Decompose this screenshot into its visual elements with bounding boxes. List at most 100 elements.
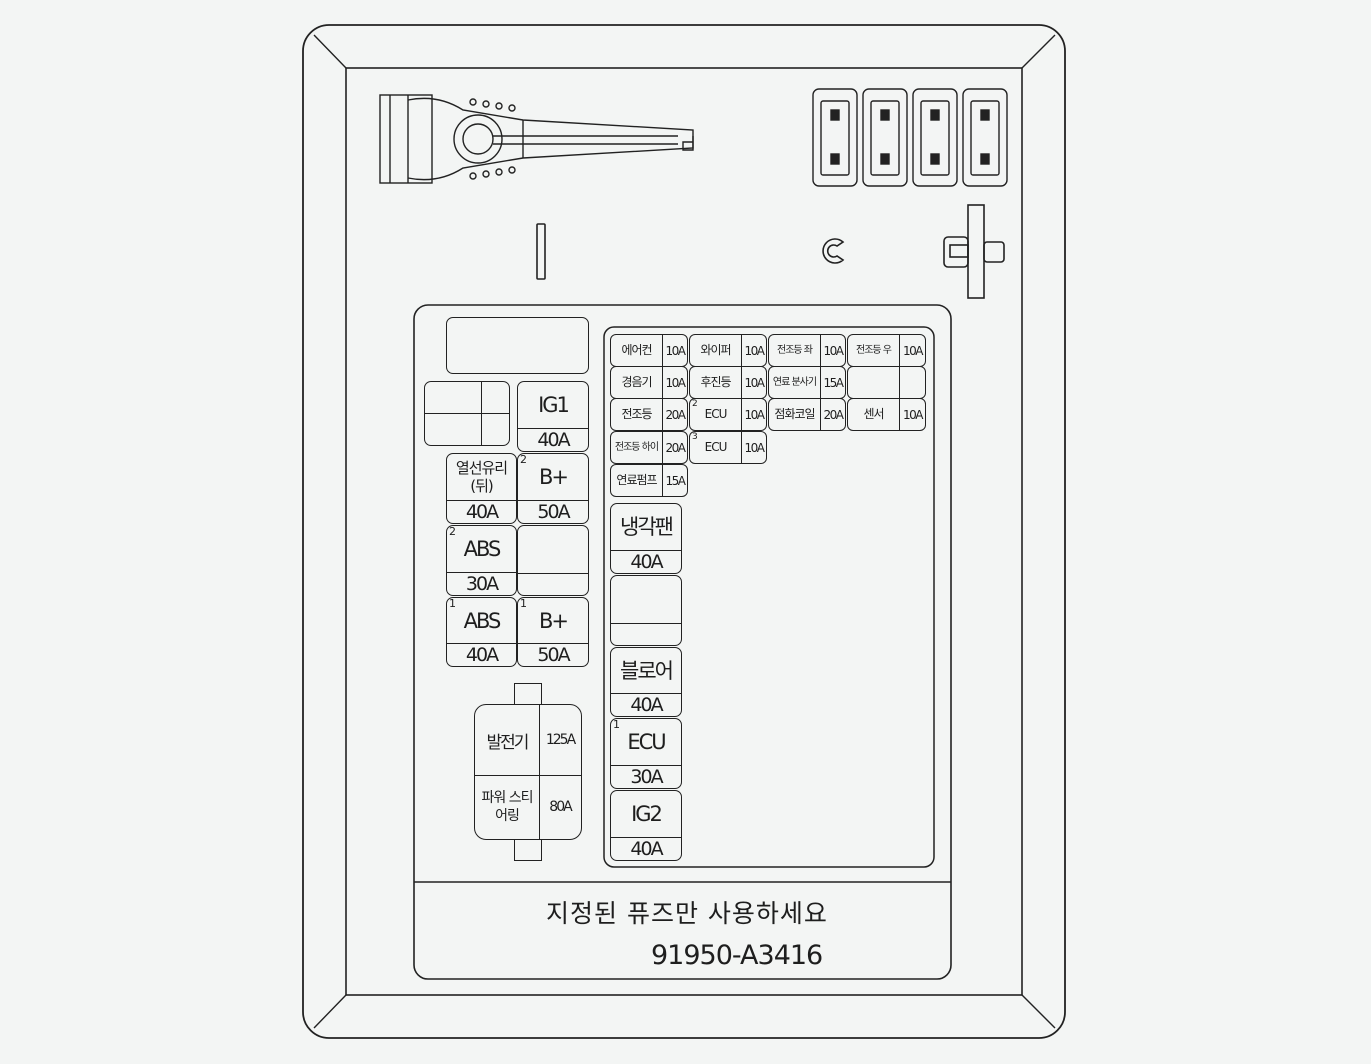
small-fuse-slot: 센서 10A bbox=[847, 398, 926, 431]
fuse-label: 경음기 bbox=[611, 367, 663, 398]
fuse-label: 센서 bbox=[848, 399, 900, 430]
fuse-amperage: 10A bbox=[744, 407, 765, 422]
fuse-label-text: 열선유리 (뒤) bbox=[455, 459, 508, 495]
fuse-label-text: 연료 분사기 bbox=[772, 376, 817, 388]
fuse-label-text: B+ bbox=[538, 608, 569, 633]
fuse-label-text: ABS bbox=[463, 537, 502, 561]
main-fuse-label: 발전기 bbox=[486, 732, 530, 753]
accessory-parts-icon bbox=[536, 204, 1005, 299]
fuse-amperage: 40A bbox=[447, 500, 516, 523]
fuse-index: 1 bbox=[613, 718, 620, 731]
main-fuse-amp: 125A bbox=[545, 732, 576, 748]
fuse-amperage: 40A bbox=[611, 837, 681, 860]
fuse-label-text: 냉각팬 bbox=[620, 515, 674, 539]
fuse-amperage: 10A bbox=[823, 343, 844, 358]
small-fuse-slot: 후진등 10A bbox=[689, 366, 767, 399]
fuse-label: 에어컨 bbox=[611, 335, 663, 366]
fuse-index: 2 bbox=[449, 525, 456, 538]
fuse-amperage: 10A bbox=[665, 343, 686, 358]
fuse-label-text: 블로어 bbox=[620, 658, 674, 683]
main-fuse-tab-top bbox=[514, 683, 542, 705]
fuse-label: B+ 2 bbox=[518, 454, 588, 500]
fuse-label: IG2 bbox=[611, 791, 681, 837]
fuse-label: B+ 1 bbox=[518, 598, 588, 643]
large-fuse-slot: ECU 1 30A bbox=[610, 718, 682, 789]
fuse-index: 1 bbox=[520, 597, 527, 610]
fuse-label bbox=[518, 526, 588, 573]
plug-clip-icon bbox=[943, 204, 1005, 299]
fuse-label-text: 에어컨 bbox=[621, 343, 652, 357]
fuse-amperage: 30A bbox=[447, 572, 516, 595]
fuse-amperage: 20A bbox=[665, 407, 686, 422]
fuse-label-text: ECU bbox=[627, 730, 666, 754]
fuse-label: 전조등 bbox=[611, 399, 663, 430]
c-clip-icon bbox=[822, 238, 845, 264]
fuse-label: 열선유리 (뒤) bbox=[447, 454, 516, 500]
small-fuse-slot: 전조등 하이 20A bbox=[610, 431, 688, 464]
fuse-label-text: 전조등 우 bbox=[856, 344, 892, 356]
fuse-index: 2 bbox=[520, 453, 527, 466]
fuse-label-text: 전조등 하이 bbox=[614, 441, 659, 453]
fuse-label-text: ECU bbox=[704, 407, 728, 421]
fuse-amperage: 15A bbox=[823, 375, 844, 390]
large-fuse-slot: 열선유리 (뒤) 40A bbox=[446, 453, 517, 524]
part-number: 91950-A3416 bbox=[651, 940, 823, 971]
spare-fuses-icon bbox=[812, 88, 1008, 187]
fuse-amperage: 20A bbox=[823, 407, 844, 422]
fuse-amperage: 30A bbox=[611, 765, 681, 788]
fuse-label-text: ABS bbox=[463, 608, 502, 633]
large-fuse-slot: 냉각팬 40A bbox=[610, 503, 682, 574]
large-fuse-slot: 블로어 40A bbox=[610, 647, 682, 717]
fuse-label: 후진등 bbox=[690, 367, 742, 398]
small-fuse-slot bbox=[847, 366, 926, 399]
fuse-label-text: 센서 bbox=[863, 407, 884, 421]
fuse-amperage: 40A bbox=[611, 550, 681, 573]
fuse-amperage: 10A bbox=[903, 407, 923, 422]
small-fuse-slot: 와이퍼 10A bbox=[689, 334, 767, 367]
fuse-amperage bbox=[900, 367, 925, 398]
fuse-amperage bbox=[611, 623, 681, 645]
small-fuse-slot: 전조등 우 10A bbox=[847, 334, 926, 367]
fuse-amperage: 40A bbox=[611, 693, 681, 716]
fuse-label: ABS 2 bbox=[447, 526, 516, 572]
fuse-label-text: IG2 bbox=[631, 802, 663, 826]
fuse-amperage: 20A bbox=[665, 440, 686, 455]
fuse-label: 블로어 bbox=[611, 648, 681, 693]
main-fuse-amp: 80A bbox=[549, 799, 572, 815]
fuse-label-text: 와이퍼 bbox=[700, 343, 731, 357]
fuse-label: 전조등 하이 bbox=[611, 432, 663, 463]
fuse-amperage: 10A bbox=[744, 343, 765, 358]
fuse-label-text: 후진등 bbox=[700, 375, 731, 389]
relay-slot bbox=[424, 381, 510, 446]
fuse-label-text: B+ bbox=[538, 465, 569, 489]
fuse-amperage: 10A bbox=[903, 343, 923, 358]
fuse-label: 연료펌프 bbox=[611, 465, 663, 496]
fuse-label-text: IG1 bbox=[538, 393, 570, 417]
fuse-label: 전조등 우 bbox=[848, 335, 900, 366]
fuse-label: 전조등 좌 bbox=[769, 335, 821, 366]
large-fuse-slot: B+ 1 50A bbox=[517, 597, 589, 667]
fuse-amperage: 50A bbox=[518, 643, 588, 666]
fuse-index: 3 bbox=[692, 432, 698, 442]
fuse-label: IG1 bbox=[518, 382, 588, 428]
fuse-amperage: 10A bbox=[744, 375, 765, 390]
fuse-label: 점화코일 bbox=[769, 399, 821, 430]
empty-fuse-slot bbox=[610, 575, 682, 646]
fuse-amperage bbox=[518, 573, 588, 595]
main-fuse-label: 파워 스티어링 bbox=[481, 790, 534, 824]
fuse-label-text: 점화코일 bbox=[774, 407, 815, 421]
fuse-label-text: 연료펌프 bbox=[616, 473, 657, 487]
usage-warning-text: 지정된 퓨즈만 사용하세요 bbox=[546, 899, 828, 928]
